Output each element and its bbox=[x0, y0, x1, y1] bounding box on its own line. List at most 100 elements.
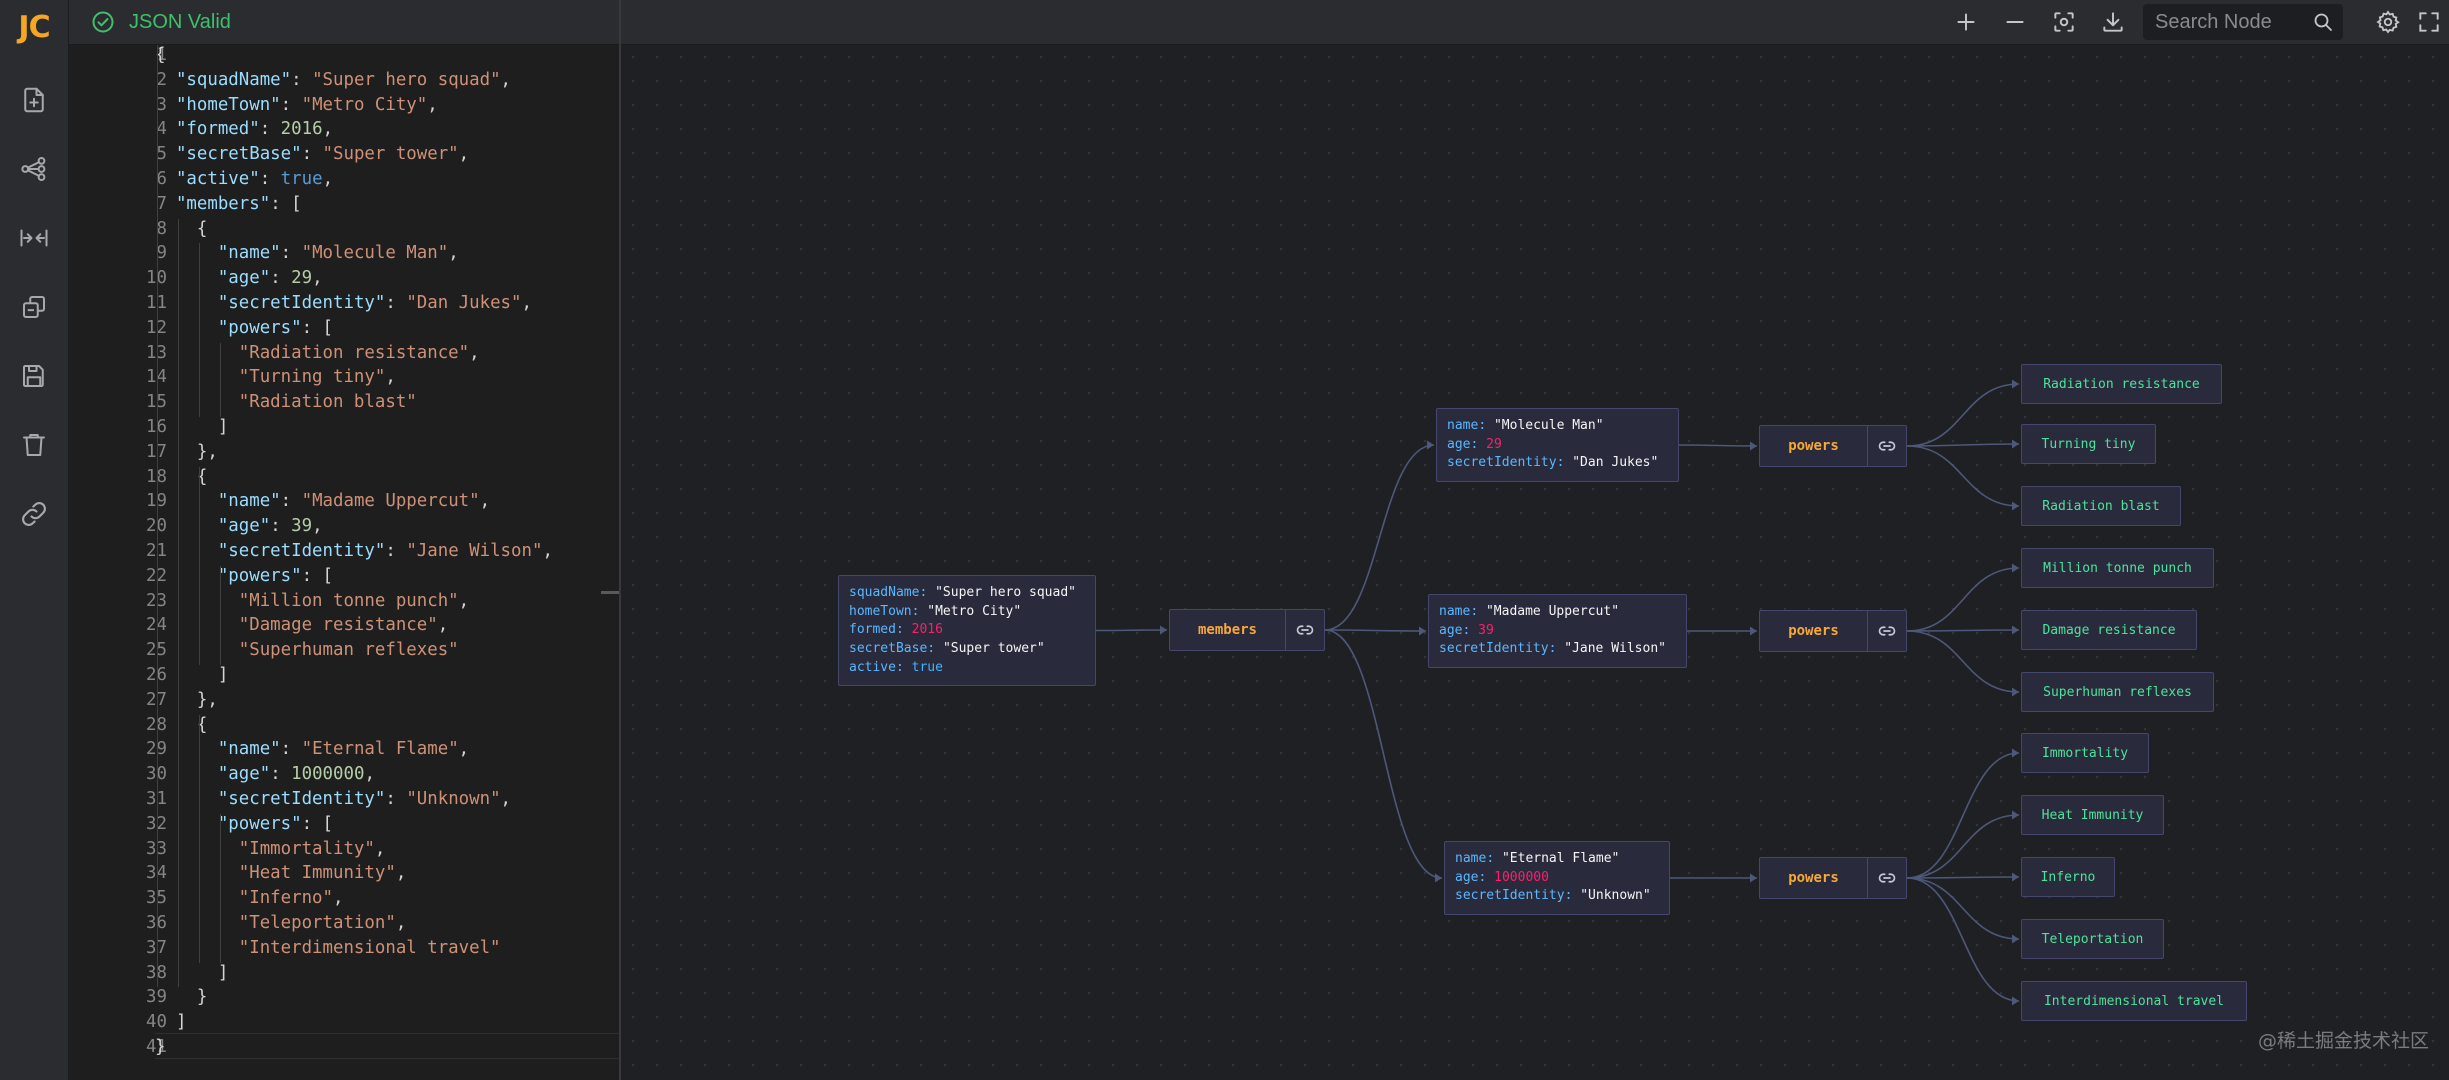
powers-array-node[interactable]: powers bbox=[1759, 857, 1907, 899]
edge-arrowhead bbox=[2012, 934, 2019, 944]
new-file-button[interactable] bbox=[14, 80, 54, 120]
settings-button[interactable] bbox=[2371, 5, 2405, 39]
code-line: 6 "active": true, bbox=[69, 169, 619, 194]
members-array-node[interactable]: members bbox=[1169, 609, 1325, 651]
field-key: name bbox=[1455, 851, 1487, 866]
string-node[interactable]: Immortality bbox=[2021, 733, 2149, 773]
field-colon: : bbox=[1470, 436, 1487, 452]
json-value: "Super tower" bbox=[322, 144, 459, 165]
powers-array-node[interactable]: powers bbox=[1759, 610, 1907, 652]
code-line: 12 "powers": [ bbox=[69, 318, 619, 343]
field-value: "Dan Jukes" bbox=[1572, 455, 1659, 471]
code-line: 11 "secretIdentity": "Dan Jukes", bbox=[69, 293, 619, 318]
json-punct: , bbox=[333, 888, 344, 909]
json-key: "age" bbox=[217, 516, 271, 537]
string-node[interactable]: Turning tiny bbox=[2021, 424, 2156, 464]
link-icon bbox=[1878, 626, 1896, 636]
field-colon: : bbox=[927, 641, 943, 657]
zoom-in-button[interactable] bbox=[1949, 5, 1983, 39]
fit-view-button[interactable] bbox=[14, 218, 54, 258]
code-line: 32 "powers": [ bbox=[69, 814, 619, 839]
code-text: "powers": [ bbox=[155, 318, 333, 338]
code-text: "Interdimensional travel" bbox=[155, 938, 501, 958]
json-value: "Eternal Flame" bbox=[301, 739, 459, 760]
root-node[interactable]: squadName: "Super hero squad"homeTown: "… bbox=[838, 575, 1096, 687]
json-punct: } bbox=[155, 987, 208, 1008]
code-line: 14 "Turning tiny", bbox=[69, 367, 619, 392]
string-node[interactable]: Inferno bbox=[2021, 857, 2115, 897]
field-value: "Molecule Man" bbox=[1493, 418, 1604, 433]
search-icon[interactable] bbox=[2311, 10, 2335, 34]
json-value: "Damage resistance" bbox=[238, 615, 438, 636]
powers-array-node[interactable]: powers bbox=[1759, 425, 1907, 467]
line-number: 21 bbox=[107, 541, 167, 561]
json-value: "Molecule Man" bbox=[301, 243, 449, 264]
json-code-editor[interactable]: 1{2 "squadName": "Super hero squad",3 "h… bbox=[69, 45, 619, 1080]
code-line: 37 "Interdimensional travel" bbox=[69, 938, 619, 963]
editor-status-bar: JSON Valid bbox=[69, 0, 619, 45]
string-node[interactable]: Radiation resistance bbox=[2021, 364, 2222, 404]
string-node[interactable]: Radiation blast bbox=[2021, 486, 2181, 526]
code-text: "name": "Madame Uppercut", bbox=[155, 491, 490, 511]
code-line: 27 }, bbox=[69, 690, 619, 715]
json-value: "Madame Uppercut" bbox=[301, 491, 480, 512]
string-node[interactable]: Superhuman reflexes bbox=[2021, 672, 2214, 712]
json-punct: }, bbox=[155, 689, 218, 710]
expand-link-button[interactable] bbox=[1867, 426, 1906, 466]
edge-arrowhead bbox=[1750, 441, 1757, 451]
node-field: secretIdentity: "Dan Jukes" bbox=[1447, 454, 1668, 473]
edge-arrowhead bbox=[2012, 748, 2019, 758]
edge-arrowhead bbox=[1160, 625, 1167, 635]
graph-direction-button[interactable] bbox=[14, 149, 54, 189]
node-field: name: "Eternal Flame" bbox=[1455, 850, 1659, 869]
json-key: "members" bbox=[175, 193, 271, 214]
field-colon: : bbox=[1564, 888, 1581, 904]
string-node[interactable]: Million tonne punch bbox=[2021, 548, 2214, 588]
string-node[interactable]: Teleportation bbox=[2021, 919, 2164, 959]
expand-link-button[interactable] bbox=[1285, 610, 1324, 650]
json-punct: , bbox=[395, 913, 407, 933]
code-line: 4 "formed": 2016, bbox=[69, 119, 619, 144]
scroll-marker[interactable] bbox=[601, 591, 619, 594]
field-key: name bbox=[1439, 604, 1471, 619]
string-node[interactable]: Interdimensional travel bbox=[2021, 981, 2247, 1021]
line-number: 30 bbox=[107, 764, 167, 784]
string-node[interactable]: Heat Immunity bbox=[2021, 795, 2164, 835]
zoom-out-button[interactable] bbox=[1998, 5, 2032, 39]
json-punct: : [ bbox=[301, 317, 334, 338]
graph-canvas[interactable]: squadName: "Super hero squad"homeTown: "… bbox=[621, 45, 2449, 1080]
code-text: "active": true, bbox=[155, 169, 333, 189]
code-line: 38 ] bbox=[69, 963, 619, 988]
center-view-button[interactable] bbox=[2047, 5, 2081, 39]
search-input[interactable] bbox=[2143, 4, 2315, 40]
code-text: "secretIdentity": "Jane Wilson", bbox=[155, 541, 553, 561]
download-button[interactable] bbox=[2096, 5, 2130, 39]
json-key: "secretIdentity" bbox=[217, 293, 386, 313]
json-punct: { bbox=[155, 218, 208, 239]
graph-edge bbox=[1324, 629, 1427, 632]
share-link-button[interactable] bbox=[14, 494, 54, 534]
field-key: squadName bbox=[849, 585, 920, 600]
string-node[interactable]: Damage resistance bbox=[2021, 610, 2197, 650]
code-line: 15 "Radiation blast" bbox=[69, 392, 619, 417]
graph-edge bbox=[1906, 567, 2020, 632]
pane-divider[interactable] bbox=[619, 0, 621, 1080]
clear-button[interactable] bbox=[14, 425, 54, 465]
save-button[interactable] bbox=[14, 356, 54, 396]
sidebar: JC bbox=[0, 0, 69, 1080]
line-number: 36 bbox=[107, 913, 167, 933]
fullscreen-button[interactable] bbox=[2412, 5, 2446, 39]
field-value: "Unknown" bbox=[1580, 888, 1651, 904]
code-text: "Radiation resistance", bbox=[155, 343, 480, 363]
code-line: 30 "age": 1000000, bbox=[69, 764, 619, 789]
field-value: "Super hero squad" bbox=[935, 585, 1076, 600]
expand-collapse-button[interactable] bbox=[14, 287, 54, 327]
json-punct bbox=[155, 194, 176, 214]
expand-link-button[interactable] bbox=[1867, 858, 1906, 898]
code-line: 34 "Heat Immunity", bbox=[69, 863, 619, 888]
expand-link-button[interactable] bbox=[1867, 611, 1906, 651]
field-value: "Super tower" bbox=[942, 641, 1045, 657]
